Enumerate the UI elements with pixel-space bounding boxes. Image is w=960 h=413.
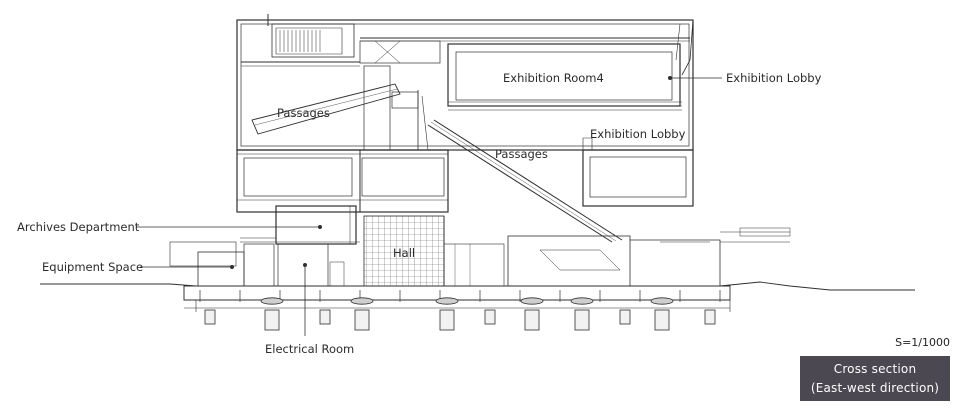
label-hall: Hall [393,246,415,260]
label-archives-department: Archives Department [17,220,140,234]
label-passages-right: Passages [495,147,548,161]
caption-line-1: Cross section [833,361,917,376]
structural-columns [199,290,721,302]
label-passages-left: Passages [277,106,330,120]
label-equipment-space: Equipment Space [42,260,143,274]
seismic-isolators [204,297,716,331]
caption-box: Cross section (East-west direction) [800,356,950,401]
scale-note: S=1/1000 [895,336,950,349]
label-exhibition-room4: Exhibition Room4 [503,71,604,85]
caption-line-2: (East-west direction) [810,380,940,395]
label-electrical-room: Electrical Room [265,342,354,356]
label-exhibition-lobby-upper: Exhibition Lobby [726,71,822,85]
label-exhibition-lobby-mid: Exhibition Lobby [590,127,686,141]
leader-lines [136,76,722,336]
building-outline [40,14,915,312]
